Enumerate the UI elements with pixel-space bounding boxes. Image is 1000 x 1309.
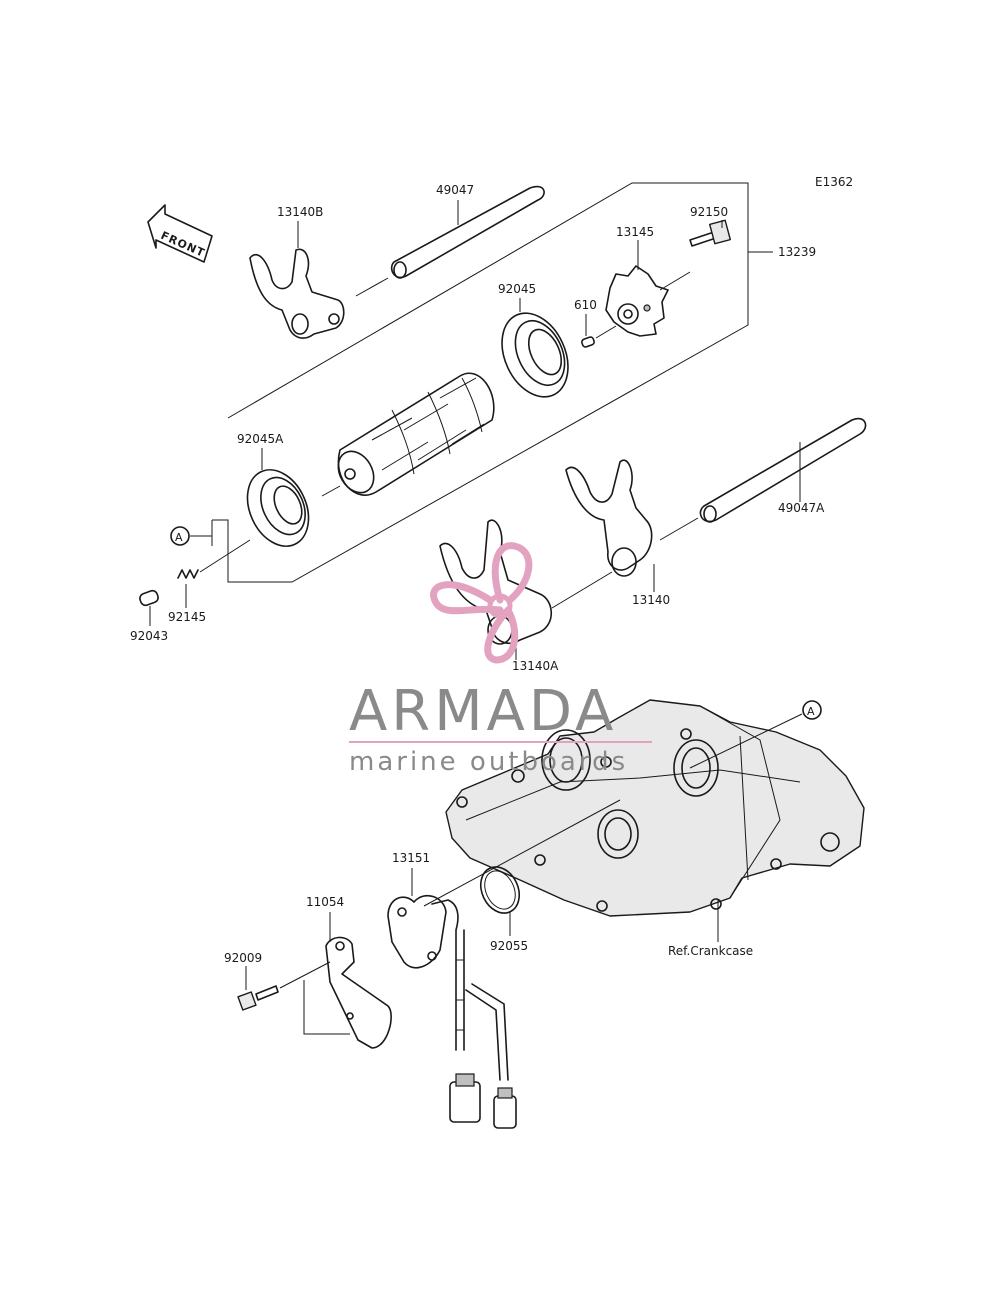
label-92145: 92145: [168, 610, 206, 624]
leader-cover-bracket: [303, 980, 350, 1035]
label-13140a: 13140A: [512, 659, 559, 673]
label-92150: 92150: [690, 205, 728, 219]
o-ring-92055: [479, 866, 521, 914]
leader-fork-dash: [551, 571, 613, 609]
label-13151: 13151: [392, 851, 430, 865]
assembly-bracket-13239: [212, 182, 773, 583]
watermark-tagline: marine outboards: [349, 747, 628, 777]
label-92009: 92009: [224, 951, 262, 965]
label-11054: 11054: [306, 895, 344, 909]
label-49047: 49047: [436, 183, 474, 197]
bolt-92150: [689, 219, 732, 247]
shift-fork-13140b: [249, 248, 345, 339]
bearing-92045: [501, 312, 569, 398]
leader-610-dash: [595, 325, 617, 339]
leader-drum-dash: [321, 485, 341, 497]
watermark: ARMADA marine outboards: [349, 542, 652, 777]
crankcase-housing: [445, 699, 865, 917]
gear-position-sensor-13151: [387, 894, 517, 1129]
shift-fork-13140: [565, 459, 653, 577]
shift-drum-cam-13145: [605, 265, 669, 337]
label-610: 610: [574, 298, 597, 312]
label-13239: 13239: [778, 245, 816, 259]
shift-rod-49047a: [699, 417, 867, 523]
label-13145: 13145: [616, 225, 654, 239]
label-92045: 92045: [498, 282, 536, 296]
label-92055: 92055: [490, 939, 528, 953]
leader-13145-dash: [659, 271, 691, 291]
diagram-code: E1362: [815, 175, 853, 189]
front-arrow-icon: FRONT: [147, 204, 213, 263]
watermark-brand: ARMADA: [349, 679, 617, 744]
shift-rod-49047: [390, 185, 545, 279]
pin-610: [581, 336, 595, 348]
reference-marker-a-upper: A: [170, 520, 213, 546]
marker-a-lower-label: A: [807, 705, 815, 718]
reference-marker-a-lower: A: [689, 700, 822, 769]
label-ref-crankcase: Ref.Crankcase: [668, 944, 753, 958]
leader-49047a-dash: [659, 517, 699, 541]
leader-shaft-dash: [355, 277, 389, 297]
label-92043: 92043: [130, 629, 168, 643]
label-13140: 13140: [632, 593, 670, 607]
label-49047a: 49047A: [778, 501, 825, 515]
marker-a-upper-label: A: [175, 531, 183, 544]
bolt-92009: [237, 961, 331, 1011]
pin-92043: [139, 589, 159, 607]
label-13140b: 13140B: [277, 205, 323, 219]
shift-drum: [337, 372, 495, 496]
propeller-logo-icon: [430, 542, 533, 664]
bearing-92045a: [246, 469, 310, 547]
label-92045a: 92045A: [237, 432, 284, 446]
leader-sensor-dash: [423, 799, 621, 907]
cover-11054: [325, 936, 392, 1049]
spring-92145: [177, 539, 251, 579]
